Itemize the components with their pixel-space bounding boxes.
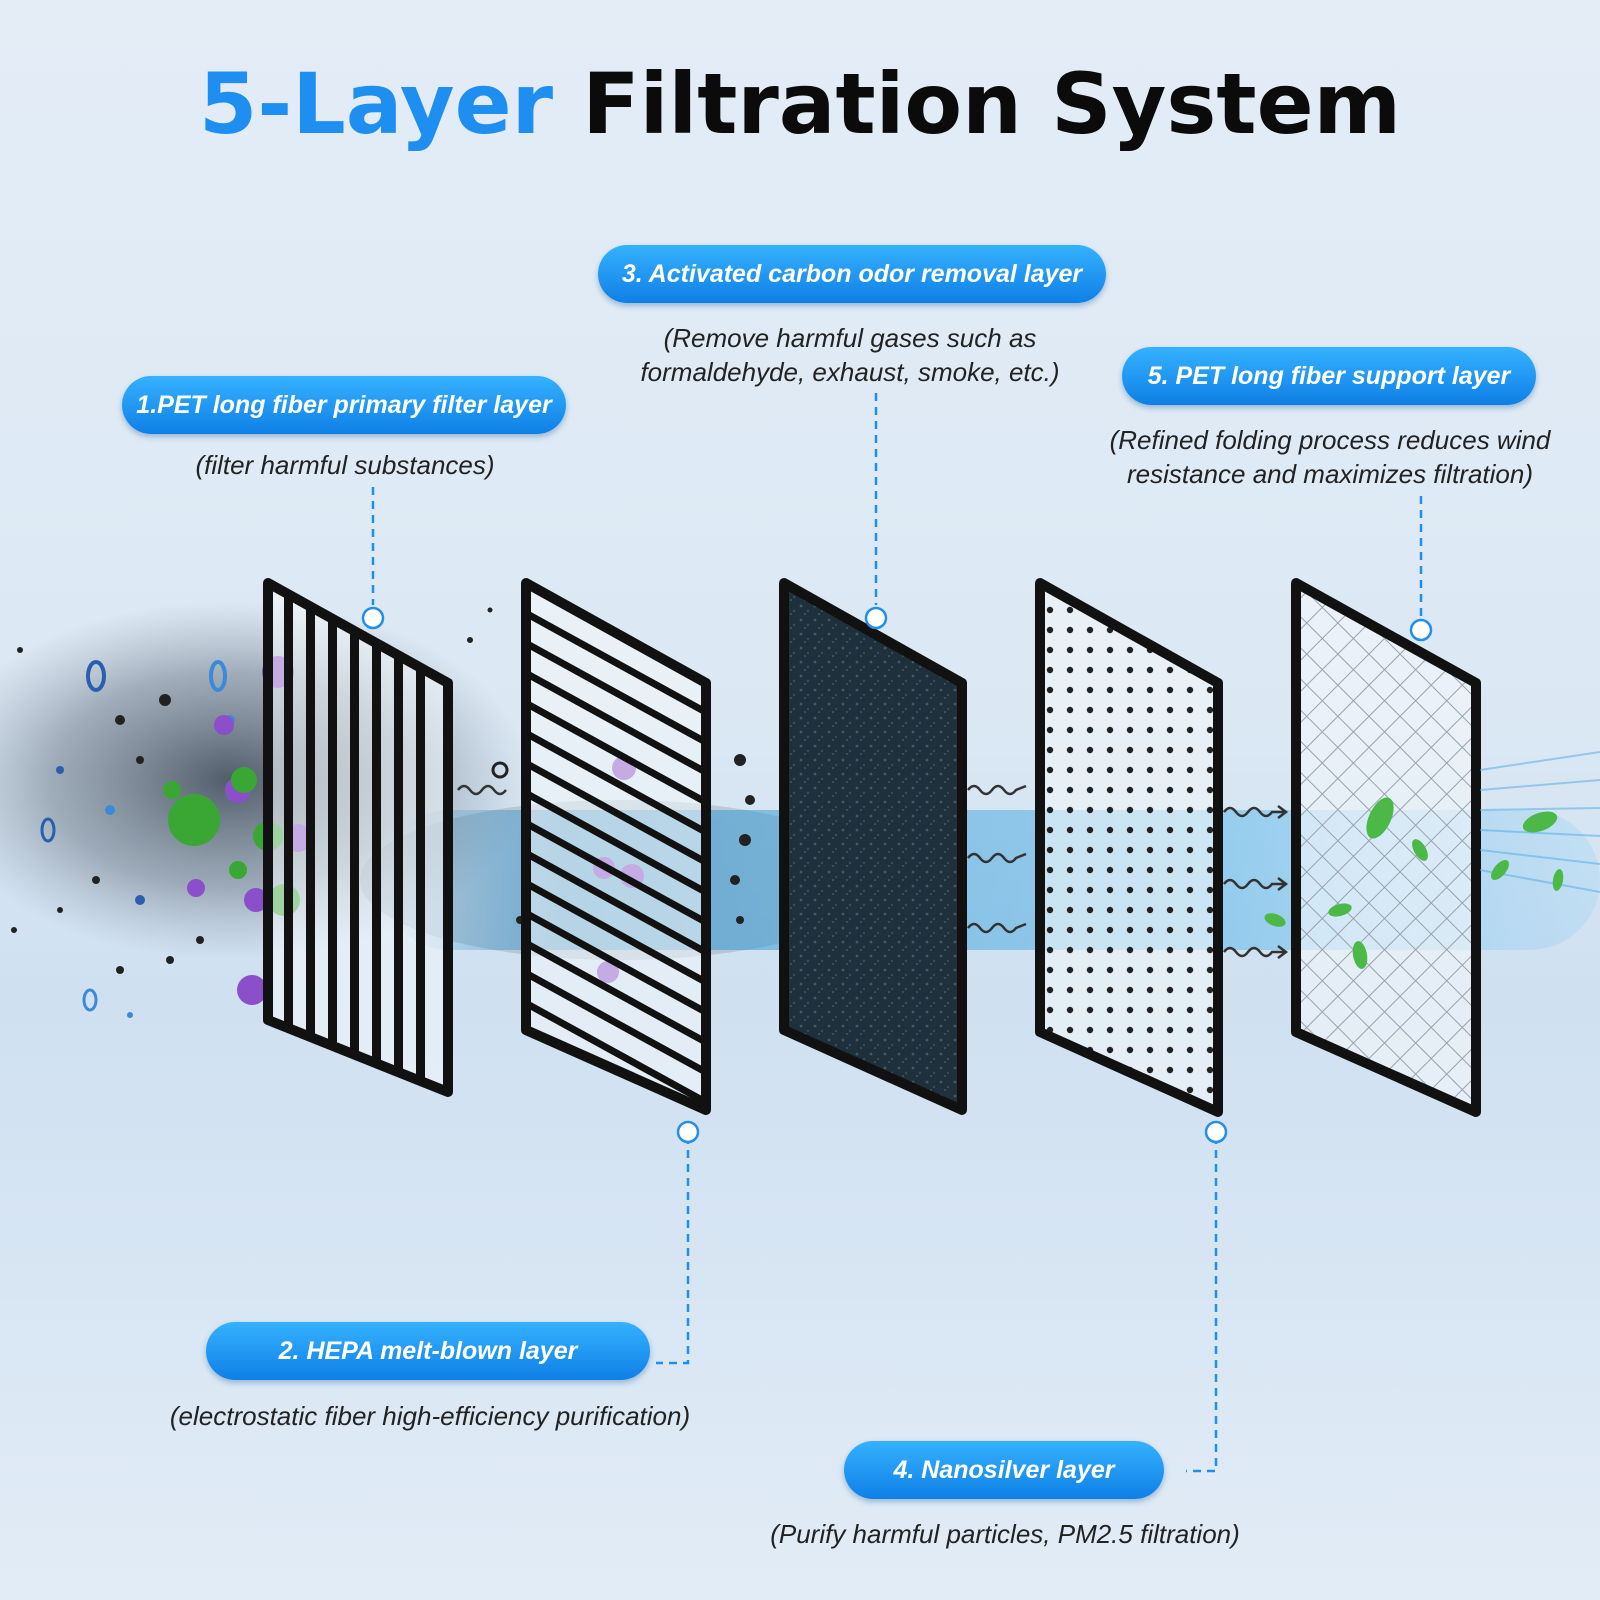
layer-5-desc-line-1: (Refined folding process reduces wind	[1109, 425, 1551, 455]
layer-3-desc-line-2: formaldehyde, exhaust, smoke, etc.)	[640, 357, 1060, 387]
layer-5-description: (Refined folding process reduces wind re…	[1070, 423, 1590, 491]
marker-layer-3	[864, 606, 888, 630]
leaves	[1264, 797, 1564, 969]
leader-lines	[371, 393, 1423, 1473]
layer-4-description: (Purify harmful particles, PM2.5 filtrat…	[720, 1517, 1290, 1551]
filter-layer-5-panel	[1291, 578, 1481, 1117]
leader-layer-4	[1186, 1136, 1218, 1473]
layer-1-desc-line-1: (filter harmful substances)	[195, 450, 495, 480]
leader-layer-2	[656, 1136, 690, 1365]
clean-air-streaks	[1479, 751, 1600, 893]
marker-layer-4	[1204, 1120, 1228, 1144]
layer-3-description: (Remove harmful gases such as formaldehy…	[590, 321, 1110, 389]
page-title: 5-Layer Filtration System	[0, 62, 1600, 146]
filter-layer-2-panel	[521, 578, 711, 1115]
leader-markers	[361, 606, 1433, 1144]
marker-layer-5	[1409, 618, 1433, 642]
layer-2-description: (electrostatic fiber high-efficiency pur…	[110, 1399, 750, 1433]
layer-2-desc-line-1: (electrostatic fiber high-efficiency pur…	[169, 1401, 691, 1431]
title-main: Filtration System	[582, 55, 1402, 153]
layer-2-label: 2. HEPA melt-blown layer	[206, 1322, 650, 1380]
marker-layer-2	[676, 1120, 700, 1144]
title-accent: 5-Layer	[198, 55, 553, 153]
layer-3-label: 3. Activated carbon odor removal layer	[598, 245, 1106, 303]
filter-layer-4-panel	[1035, 578, 1223, 1117]
marker-layer-1	[361, 606, 385, 630]
layer-5-label: 5. PET long fiber support layer	[1122, 347, 1536, 405]
pollutant-particles	[11, 607, 755, 1018]
filter-layer-1-panel	[263, 578, 453, 1097]
airflow-arrows	[457, 784, 1289, 959]
filter-layer-3-panel	[779, 578, 967, 1115]
layer-3-desc-line-1: (Remove harmful gases such as	[663, 323, 1037, 353]
layer-5-desc-line-2: resistance and maximizes filtration)	[1126, 459, 1534, 489]
layer-4-label: 4. Nanosilver layer	[844, 1441, 1164, 1499]
layer-4-desc-line-1: (Purify harmful particles, PM2.5 filtrat…	[770, 1519, 1240, 1549]
layer-1-description: (filter harmful substances)	[140, 448, 550, 482]
layer-1-label: 1.PET long fiber primary filter layer	[122, 376, 566, 434]
